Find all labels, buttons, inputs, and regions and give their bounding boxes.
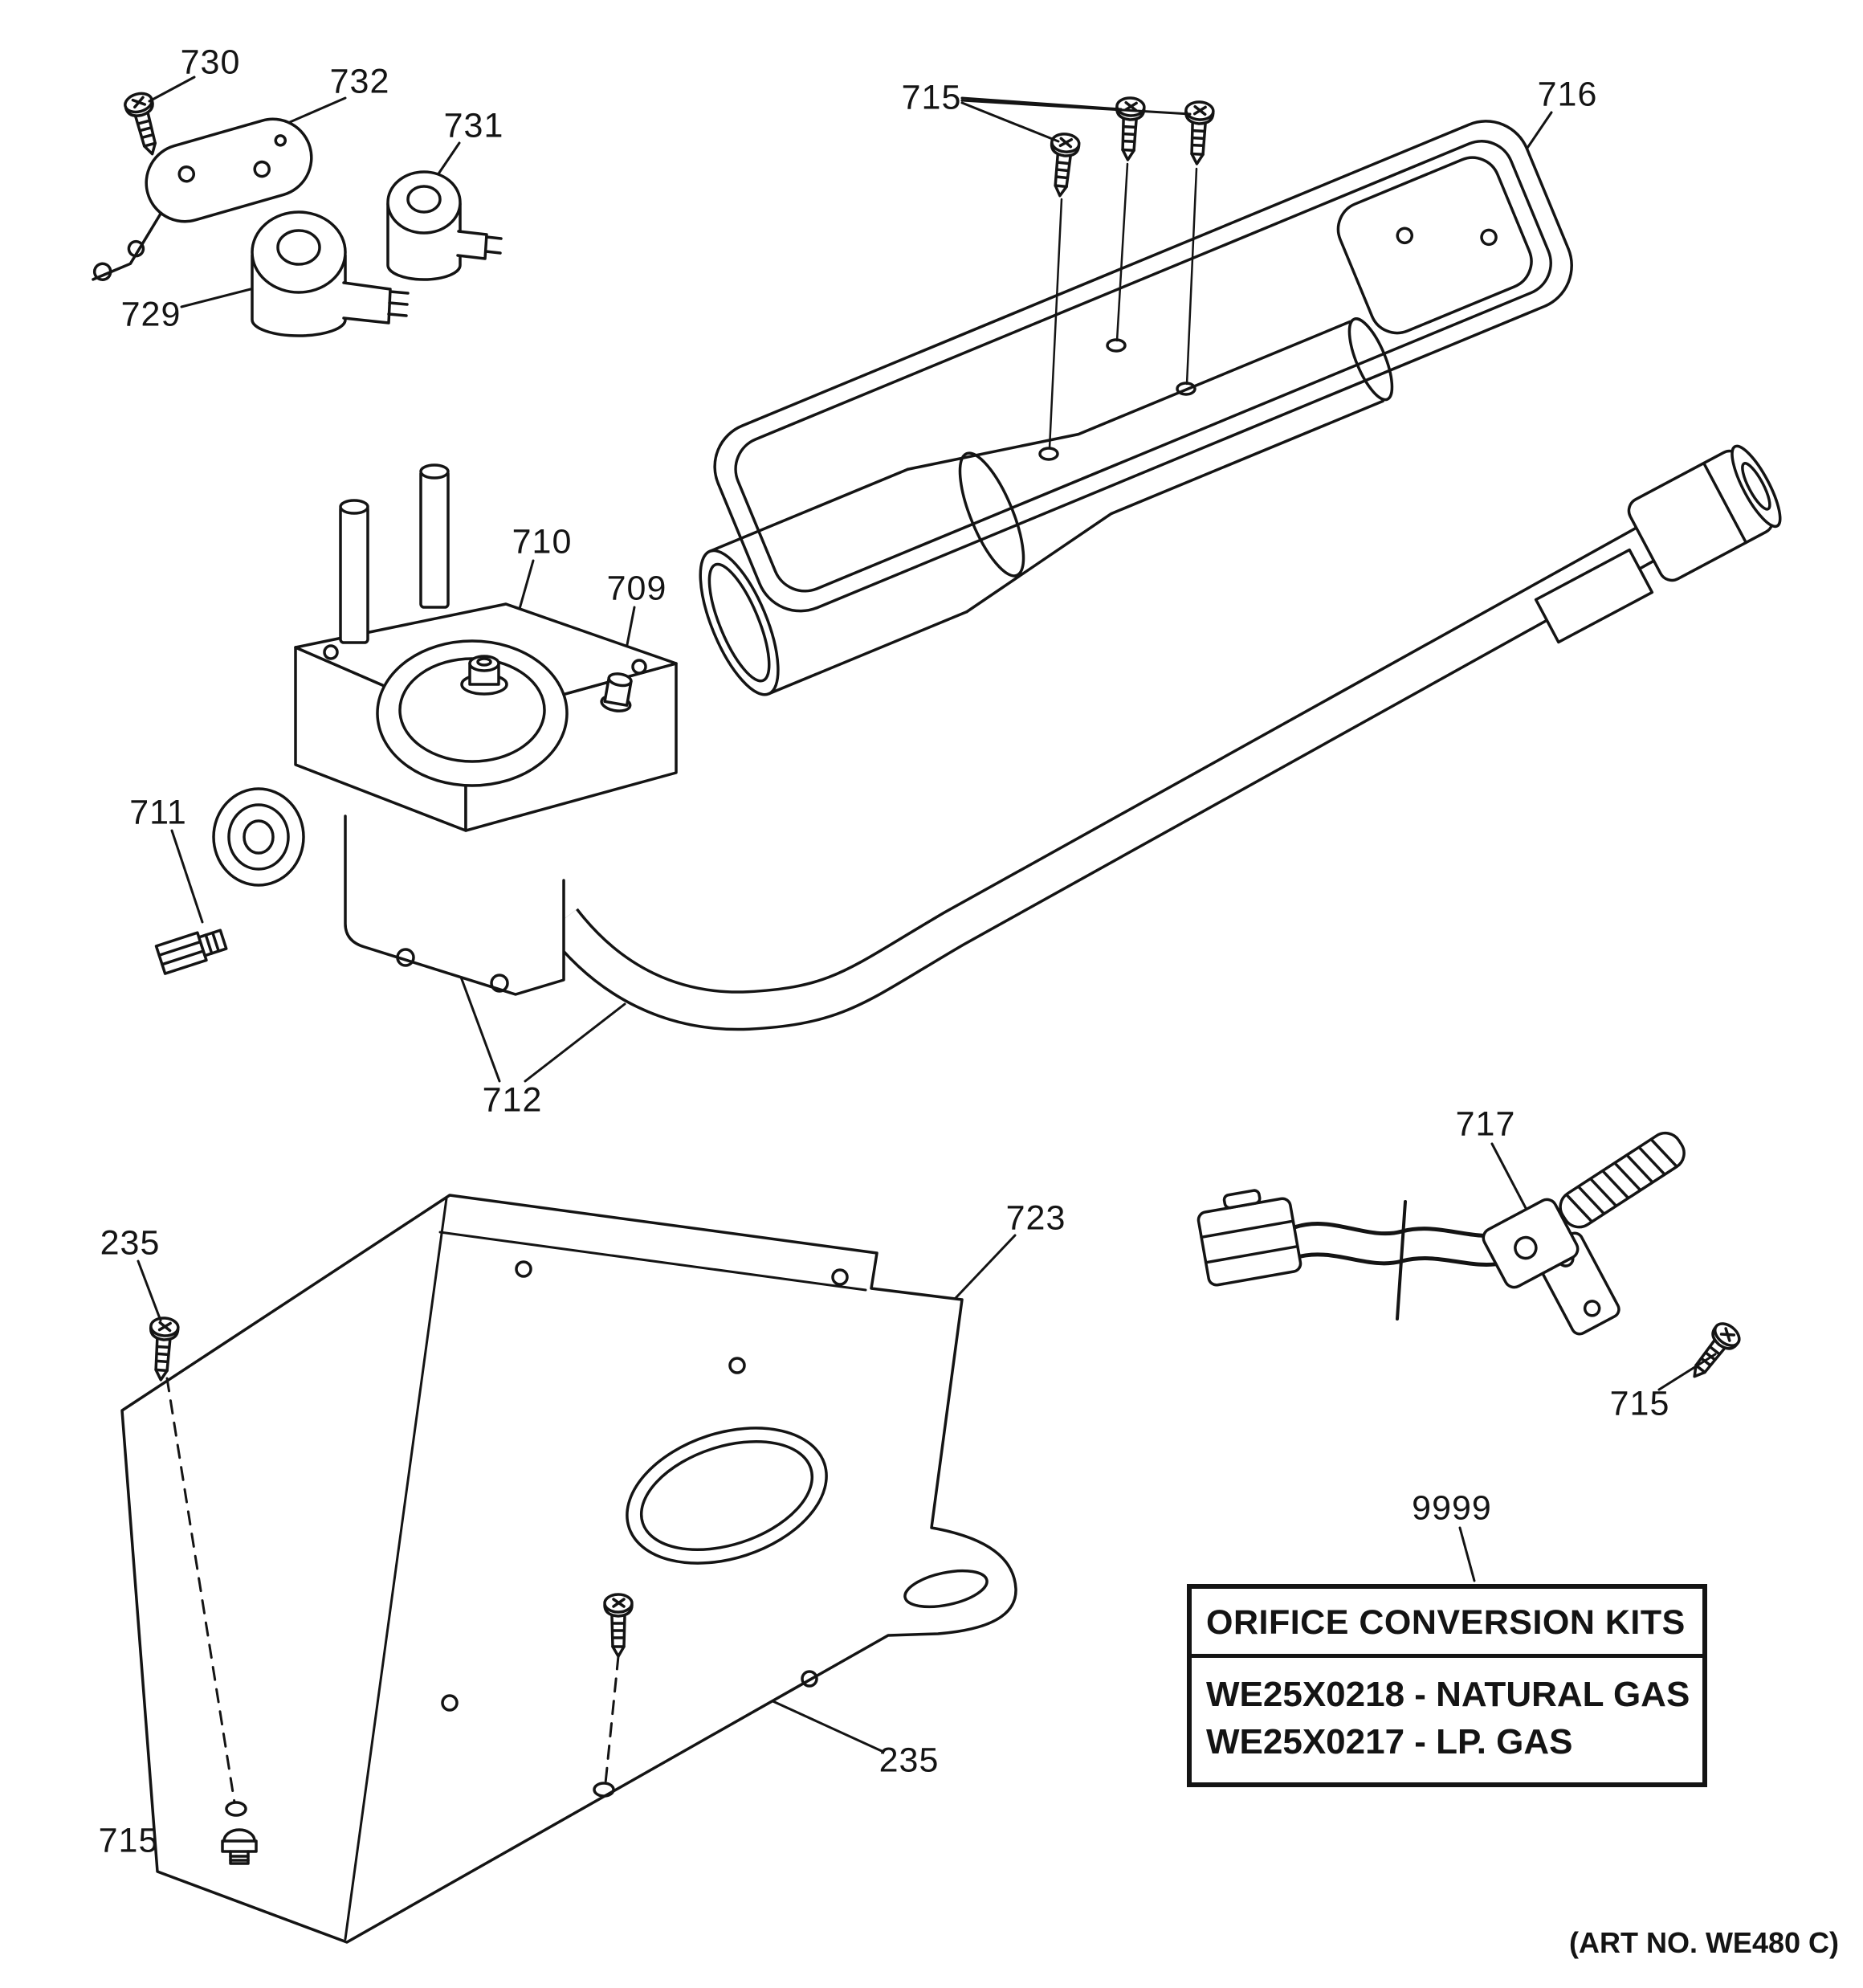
valve-fitting-710 (460, 655, 508, 696)
igniter-717 (1196, 1131, 1686, 1336)
callout-723: 723 (1005, 1198, 1066, 1238)
screw-715-right (1682, 1317, 1745, 1386)
bracket-screws-235-715 (145, 1316, 634, 1865)
solenoid-coil-729 (251, 210, 410, 337)
orifice-kits-box: ORIFICE CONVERSION KITS WE25X0218 - NATU… (1187, 1584, 1707, 1787)
callout-235-lower: 235 (879, 1741, 940, 1780)
callout-729: 729 (120, 295, 181, 334)
kits-box-line-natural-gas: WE25X0218 - NATURAL GAS (1206, 1675, 1690, 1714)
solenoid-screw-730 (121, 89, 167, 159)
art-number: (ART NO. WE480 C) (1568, 1926, 1839, 1959)
kits-box-rule (1192, 1654, 1702, 1658)
callout-711: 711 (129, 793, 187, 832)
callout-730: 730 (180, 43, 241, 82)
callout-715-bottom: 715 (98, 1821, 159, 1860)
igniter-holder (1482, 1198, 1580, 1289)
pipe-union-fitting (1627, 444, 1782, 582)
solenoid-coil-731 (386, 170, 503, 281)
callout-235-upper: 235 (100, 1223, 161, 1263)
callout-715-right: 715 (1609, 1384, 1670, 1423)
burner-bracket-716 (699, 120, 1573, 696)
callout-731: 731 (443, 106, 504, 145)
kits-box-heading: ORIFICE CONVERSION KITS (1206, 1603, 1686, 1642)
solenoid-bracket-732 (92, 117, 313, 281)
valve-standpipes (339, 463, 450, 644)
screw-235-upper (145, 1316, 181, 1382)
valve-inlet-boss (212, 787, 305, 887)
callout-709: 709 (606, 569, 667, 608)
gas-pipe (546, 444, 1782, 1031)
burner-bracket-723 (120, 1194, 1017, 1944)
gas-valve-712 (154, 463, 678, 996)
igniter-element (1559, 1131, 1686, 1229)
pipe-tag (1534, 548, 1654, 644)
callout-710: 710 (512, 522, 573, 561)
callout-716: 716 (1537, 75, 1598, 114)
kits-box-line-lp-gas: WE25X0217 - LP. GAS (1206, 1722, 1573, 1762)
igniter-connector (1196, 1189, 1302, 1287)
callout-712: 712 (482, 1080, 543, 1120)
valve-fitting-709 (600, 672, 633, 712)
callout-9999: 9999 (1412, 1488, 1492, 1528)
callout-717: 717 (1455, 1104, 1516, 1144)
callout-715-top: 715 (901, 78, 962, 117)
callout-732: 732 (329, 62, 390, 101)
orifice-fitting-711 (154, 929, 228, 975)
mounting-screws-715-top (1045, 96, 1216, 450)
